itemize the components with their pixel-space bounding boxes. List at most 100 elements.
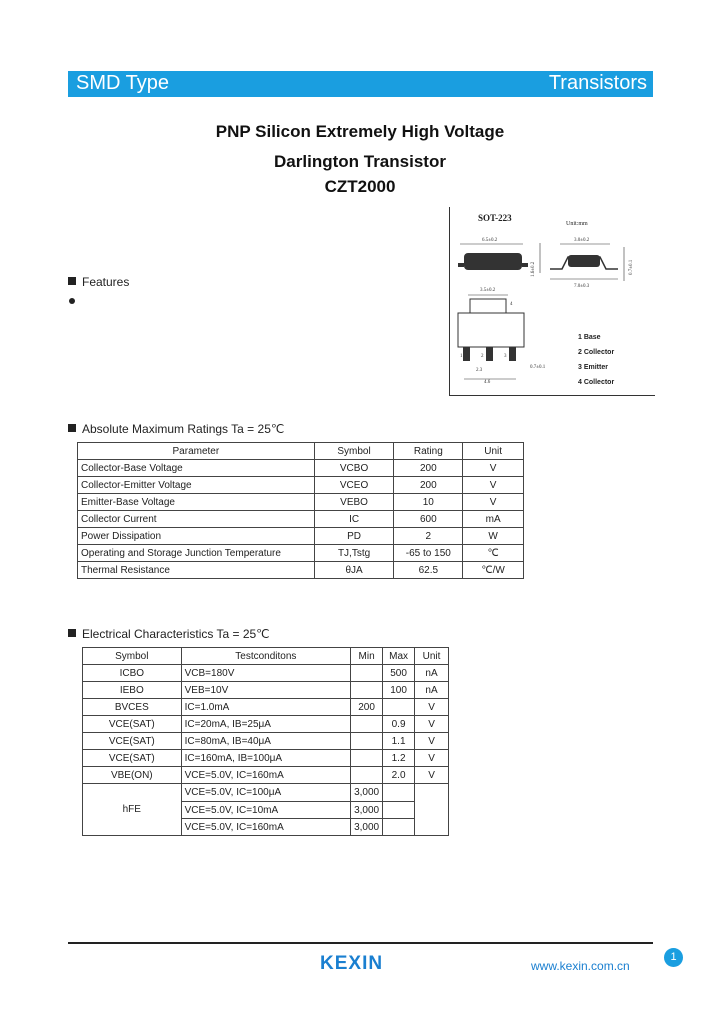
max-cell: 500 xyxy=(382,664,416,682)
max-cell: 1.1 xyxy=(382,732,416,750)
rating-cell: 200 xyxy=(393,476,464,494)
unit-cell: V xyxy=(462,493,524,511)
rating-cell: 200 xyxy=(393,459,464,477)
features-heading-text: Features xyxy=(82,275,130,289)
unit-cell: V xyxy=(462,459,524,477)
dim-label: 2.3 xyxy=(476,368,483,373)
symbol-cell: VCEO xyxy=(313,476,395,494)
unit-cell: V xyxy=(462,476,524,494)
dim-label: 6.5±0.2 xyxy=(482,238,498,243)
symbol-cell: VEBO xyxy=(313,493,395,511)
column-header: Min xyxy=(350,647,384,665)
condition-cell: VEB=10V xyxy=(180,681,352,699)
parameter-cell: Collector Current xyxy=(77,510,315,528)
column-header: Testconditons xyxy=(180,647,352,665)
unit-cell: V xyxy=(414,766,449,784)
rating-cell: 600 xyxy=(393,510,464,528)
symbol-cell: BVCES xyxy=(82,698,182,716)
max-cell: 100 xyxy=(382,681,416,699)
dim-label: 1.6±0.2 xyxy=(531,261,536,277)
pin-label: 1 Base xyxy=(578,334,601,341)
condition-cell: VCE=5.0V, IC=160mA xyxy=(180,818,352,836)
condition-cell: VCB=180V xyxy=(180,664,352,682)
symbol-cell: VCE(SAT) xyxy=(82,732,182,750)
condition-cell: IC=160mA, IB=100μA xyxy=(180,749,352,767)
pin-number: 2 xyxy=(481,354,484,359)
max-cell xyxy=(382,783,416,802)
square-bullet-icon xyxy=(68,629,76,637)
table-header-row: Parameter Symbol Rating Unit xyxy=(77,442,524,460)
dim-label: 7.0±0.3 xyxy=(574,284,590,289)
header-category: SMD Type xyxy=(76,72,169,94)
max-cell: 2.0 xyxy=(382,766,416,784)
column-header: Rating xyxy=(393,442,464,460)
max-cell xyxy=(382,698,416,716)
unit-cell: V xyxy=(414,749,449,767)
kexin-logo: KEXIN xyxy=(320,953,384,974)
rating-cell: 10 xyxy=(393,493,464,511)
features-heading: Features xyxy=(68,275,129,289)
pin-number: 3 xyxy=(504,354,507,359)
square-bullet-icon xyxy=(68,277,76,285)
dim-label: 4.6 xyxy=(484,380,491,385)
unit-cell: V xyxy=(414,715,449,733)
rating-cell: 62.5 xyxy=(393,561,464,579)
unit-cell: nA xyxy=(414,664,449,682)
table-row: Operating and Storage Junction Temperatu… xyxy=(77,544,524,562)
max-cell xyxy=(382,801,416,819)
symbol-cell: IC xyxy=(313,510,395,528)
title-line-2: Darlington Transistor xyxy=(274,152,446,171)
max-cell: 1.2 xyxy=(382,749,416,767)
symbol-cell: VCE(SAT) xyxy=(82,749,182,767)
website-link[interactable]: www.kexin.com.cn xyxy=(531,959,630,973)
parameter-cell: Emitter-Base Voltage xyxy=(77,493,315,511)
square-bullet-icon xyxy=(68,424,76,432)
unit-cell: nA xyxy=(414,681,449,699)
parameter-cell: Collector-Emitter Voltage xyxy=(77,476,315,494)
unit-cell: mA xyxy=(462,510,524,528)
min-cell xyxy=(350,766,384,784)
min-cell: 200 xyxy=(350,698,384,716)
parameter-cell: Power Dissipation xyxy=(77,527,315,545)
symbol-cell: VCE(SAT) xyxy=(82,715,182,733)
pin-label: 3 Emitter xyxy=(578,364,608,371)
condition-cell: IC=20mA, IB=25μA xyxy=(180,715,352,733)
table-header-row: Symbol Testconditons Min Max Unit xyxy=(82,647,449,665)
symbol-cell: VCBO xyxy=(313,459,395,477)
min-cell xyxy=(350,715,384,733)
unit-cell: W xyxy=(462,527,524,545)
column-header: Unit xyxy=(462,442,524,460)
dim-label: 3.5±0.2 xyxy=(480,288,496,293)
dim-label: 0.7±0.1 xyxy=(530,365,546,370)
min-cell xyxy=(350,681,384,699)
unit-cell: V xyxy=(414,732,449,750)
symbol-cell: PD xyxy=(313,527,395,545)
min-cell: 3,000 xyxy=(350,801,384,819)
package-drawing: SOT-223 Unit:mm 6.5±0.2 1.6±0.2 3.0±0.2 … xyxy=(457,213,634,386)
symbol-cell: hFE xyxy=(82,783,182,836)
symbol-cell: VBE(ON) xyxy=(82,766,182,784)
abs-max-heading: Absolute Maximum Ratings Ta = 25℃ xyxy=(68,422,284,436)
condition-cell: VCE=5.0V, IC=160mA xyxy=(180,766,352,784)
bullet-dot-icon xyxy=(69,298,75,304)
elec-heading-text: Electrical Characteristics Ta = 25℃ xyxy=(82,627,270,641)
rating-cell: -65 to 150 xyxy=(393,544,464,562)
condition-cell: IC=1.0mA xyxy=(180,698,352,716)
min-cell: 3,000 xyxy=(350,818,384,836)
column-header: Unit xyxy=(414,647,449,665)
symbol-cell: IEBO xyxy=(82,681,182,699)
symbol-cell: θJA xyxy=(313,561,395,579)
header-type: Transistors xyxy=(548,72,647,94)
